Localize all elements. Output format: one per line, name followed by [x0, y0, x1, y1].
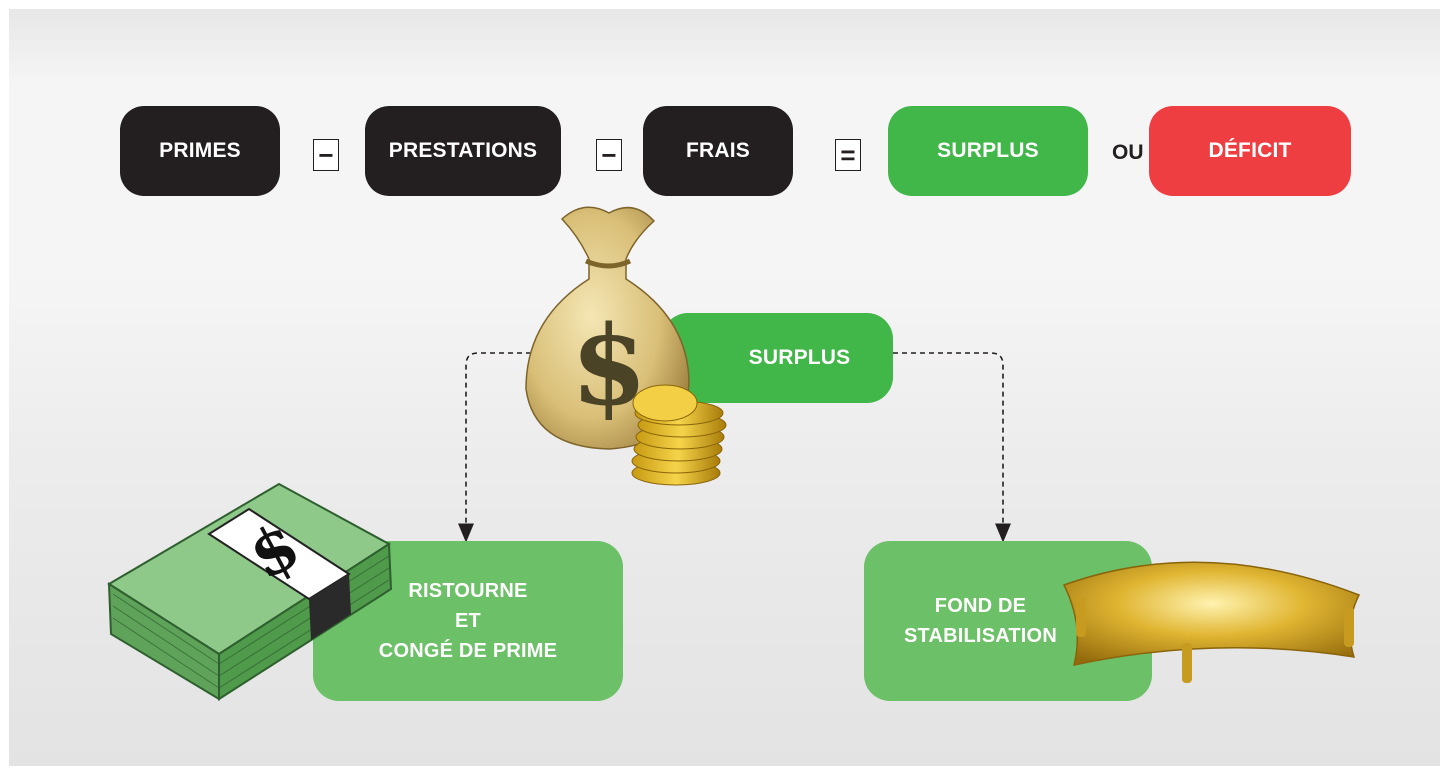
- gold-pillow-icon: [1062, 561, 1361, 683]
- right-connector: [893, 352, 1011, 543]
- ristourne-label: RISTOURNE ET CONGÉ DE PRIME: [378, 580, 558, 662]
- primes-box: PRIMES: [120, 106, 280, 196]
- flow-surplus-box: SURPLUS: [662, 313, 893, 403]
- deficit-label: DÉFICIT: [1208, 139, 1292, 162]
- frais-box: FRAIS: [643, 106, 793, 196]
- minus-sign-1: −: [318, 139, 334, 170]
- deficit-box: DÉFICIT: [1149, 106, 1351, 196]
- left-connector: [458, 352, 549, 543]
- minus-operator-2: −: [596, 139, 622, 171]
- diagram-canvas: PRIMES − PRESTATIONS − FRAIS = SURPLUS O…: [9, 9, 1440, 766]
- connector-lines: [458, 352, 1011, 543]
- minus-operator-1: −: [313, 139, 339, 171]
- prestations-label: PRESTATIONS: [388, 139, 538, 162]
- cash-bundle-icon: $: [107, 482, 393, 701]
- surplus-box: SURPLUS: [888, 106, 1088, 196]
- stabilisation-label: FOND DE STABILISATION: [904, 595, 1057, 647]
- or-label: OU: [1112, 141, 1144, 164]
- primes-label: PRIMES: [159, 139, 241, 162]
- coin-stack-icon: [631, 384, 727, 486]
- minus-sign-2: −: [601, 139, 617, 170]
- equals-sign: =: [840, 139, 856, 170]
- frais-label: FRAIS: [686, 139, 750, 162]
- equals-operator: =: [835, 139, 861, 171]
- flow-surplus-label: SURPLUS: [748, 346, 851, 369]
- prestations-box: PRESTATIONS: [365, 106, 561, 196]
- surplus-label: SURPLUS: [937, 139, 1039, 162]
